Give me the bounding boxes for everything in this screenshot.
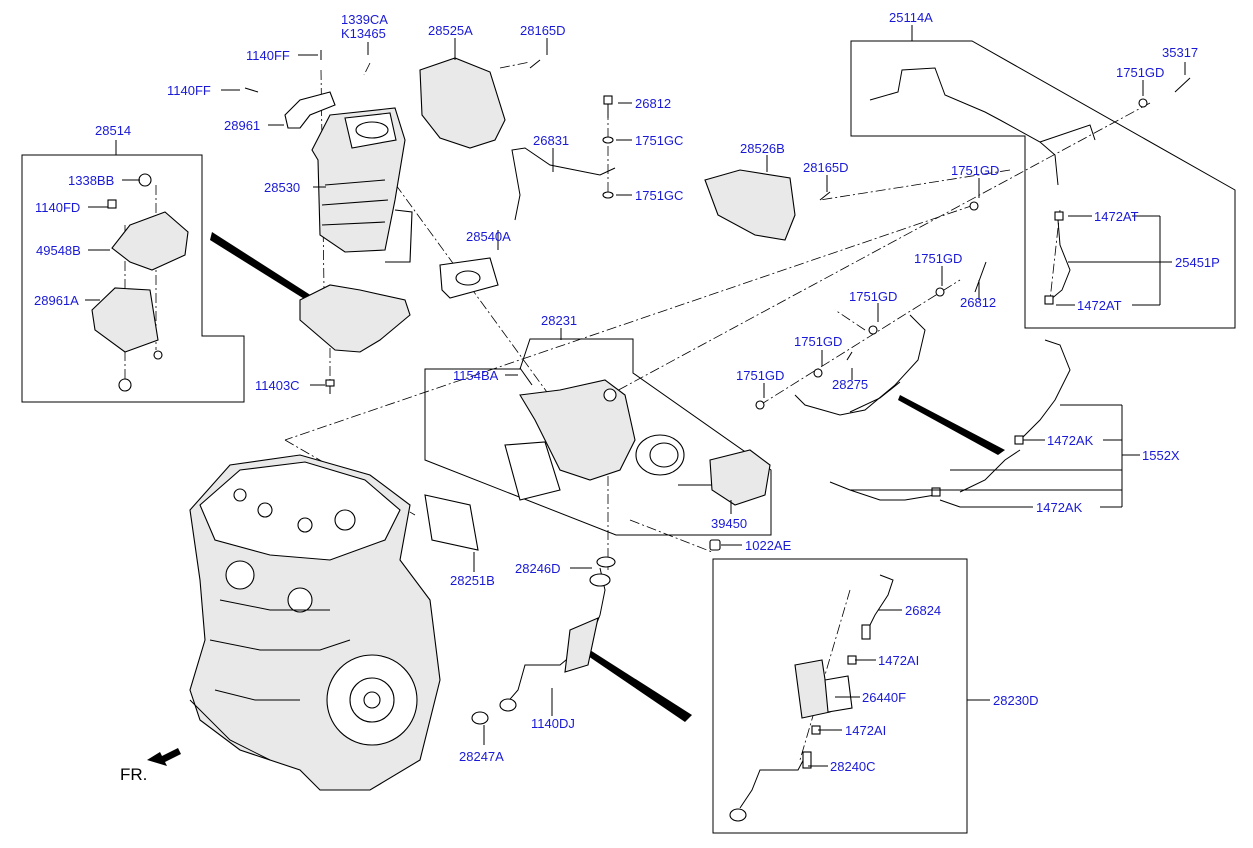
bolts [244,50,1191,361]
label-1472at-2: 1472AT [1077,298,1122,313]
nut-1022ae [709,539,721,551]
label-1154ba: 1154BA [453,368,499,383]
label-28961a: 28961A [34,293,79,308]
sensor-cable-26831 [511,147,616,221]
label-28165d-mid: 28165D [803,160,849,175]
label-39450: 39450 [711,516,747,531]
label-1022ae: 1022AE [745,538,792,553]
label-28526b: 28526B [740,141,785,156]
engine-block [189,454,441,791]
label-28961: 28961 [224,118,260,133]
front-direction-arrow-icon [147,748,181,766]
water-pipe-1552x [829,339,1071,501]
label-1140ff-a: 1140FF [246,48,290,63]
washers [602,98,1148,410]
bolt-26812-top [603,95,613,118]
label-28230d: 28230D [993,693,1039,708]
label-26812-top: 26812 [635,96,671,111]
label-k13465: K13465 [341,26,386,41]
label-1140fd: 1140FD [35,200,80,215]
water-pipe-mid [794,314,926,416]
label-front: FR. [120,765,147,784]
label-1472ak-2: 1472AK [1036,500,1083,515]
label-1472at-1: 1472AT [1094,209,1139,224]
label-1552x: 1552X [1142,448,1180,463]
bracket-28961 [284,91,336,129]
lower-bracket [299,284,411,353]
label-28525a: 28525A [428,23,473,38]
turbo-oil-feed-group [729,574,894,822]
leader-wedge-2 [898,395,1005,455]
label-35317: 35317 [1162,45,1198,60]
group-box-28230d [712,558,968,834]
label-1472ai-2: 1472AI [845,723,886,738]
leader-wedge-1 [210,232,312,300]
stud-1154ba [519,367,533,386]
label-1751gd-3: 1751GD [914,251,962,266]
label-26824: 26824 [905,603,941,618]
bracket-assembly-28514 [91,173,189,392]
label-1338bb: 1338BB [68,173,114,188]
label-1751gd-2: 1751GD [951,163,999,178]
label-26440f: 26440F [862,690,906,705]
label-26812-mid: 26812 [960,295,996,310]
label-49548b: 49548B [36,243,81,258]
label-28247a: 28247A [459,749,504,764]
label-1751gd-5: 1751GD [794,334,842,349]
label-1472ai-1: 1472AI [878,653,919,668]
pipe-25114a-branch [1039,124,1096,143]
oil-return-pipe [471,556,616,725]
label-28540a: 28540A [466,229,511,244]
label-11403c: 11403C [255,378,300,393]
label-28251b: 28251B [450,573,495,588]
actuator-39450 [678,449,771,506]
heat-shield-28525a [419,57,506,149]
label-26831: 26831 [533,133,569,148]
label-1339ca: 1339CA [341,12,388,27]
pipe-25114a [869,67,1059,186]
leader-lines [85,25,1186,767]
group-box-25114a [850,40,1236,329]
catalytic-converter [311,107,413,263]
label-1472ak-1: 1472AK [1047,433,1094,448]
label-1751gd-4: 1751GD [849,289,897,304]
label-28165d-top: 28165D [520,23,566,38]
group-box-28514 [21,154,245,403]
label-1140dj: 1140DJ [531,716,575,731]
label-1751gd-1: 1751GD [1116,65,1164,80]
label-28246d: 28246D [515,561,561,576]
label-1751gd-6: 1751GD [736,368,784,383]
label-1751gc-2: 1751GC [635,188,683,203]
label-25451p: 25451P [1175,255,1220,270]
hose-25451p [1049,219,1071,301]
label-25114a: 25114A [889,10,933,25]
label-28275: 28275 [832,377,868,392]
bolt-11403c [325,379,335,394]
leader-wedge-3 [588,650,692,722]
label-28240c: 28240C [830,759,876,774]
gasket-28251b [424,494,479,551]
label-1140ff-b: 1140FF [167,83,211,98]
label-1751gc-1: 1751GC [635,133,683,148]
heat-shield-28526b [704,169,796,241]
turbocharger [504,379,685,501]
part-labels: 1339CA K13465 28525A 28165D 25114A 35317… [34,10,1220,784]
label-28231: 28231 [541,313,577,328]
label-28530: 28530 [264,180,300,195]
label-28514: 28514 [95,123,131,138]
gasket-28540a-hole [455,270,481,286]
